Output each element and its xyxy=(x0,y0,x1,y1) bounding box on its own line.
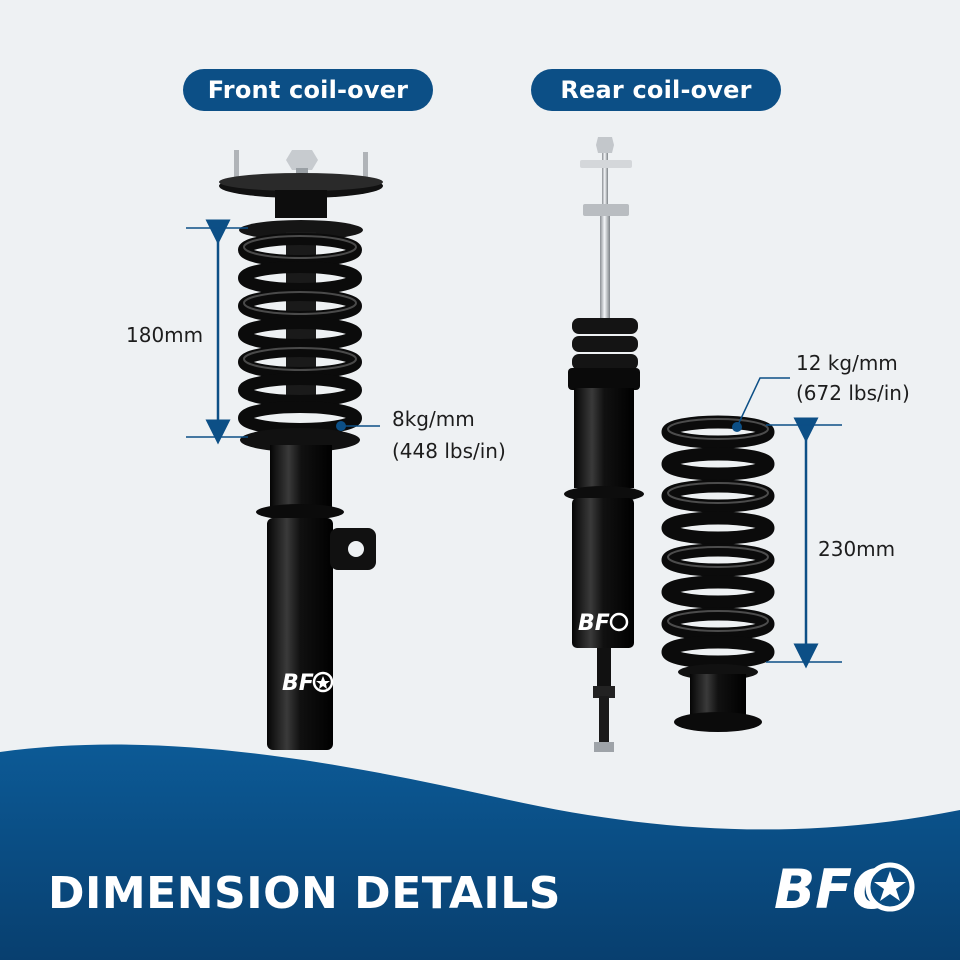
rear-rate-lbs-label: (672 lbs/in) xyxy=(796,381,910,405)
svg-text:BF: BF xyxy=(282,671,314,696)
front-length-label: 180mm xyxy=(126,323,204,347)
front-rate-lbs-label: (448 lbs/in) xyxy=(392,439,506,463)
rear-rate-kg-label: 12 kg/mm xyxy=(796,351,898,375)
rear-coilover-heading: Rear coil-over xyxy=(531,69,781,111)
front-coilover-image: BF xyxy=(219,150,383,750)
dimension-details-title: DIMENSION DETAILS xyxy=(48,868,561,919)
front-coilover-heading: Front coil-over xyxy=(183,69,433,111)
rear-spring-image xyxy=(661,415,775,732)
svg-text:BF: BF xyxy=(578,611,610,636)
bfo-brand-logo: BFO xyxy=(774,858,915,921)
rear-shock-image: BF xyxy=(564,137,644,752)
rear-length-label: 230mm xyxy=(818,537,896,561)
footer-wave xyxy=(0,744,960,960)
front-rate-kg-label: 8kg/mm xyxy=(392,407,475,431)
